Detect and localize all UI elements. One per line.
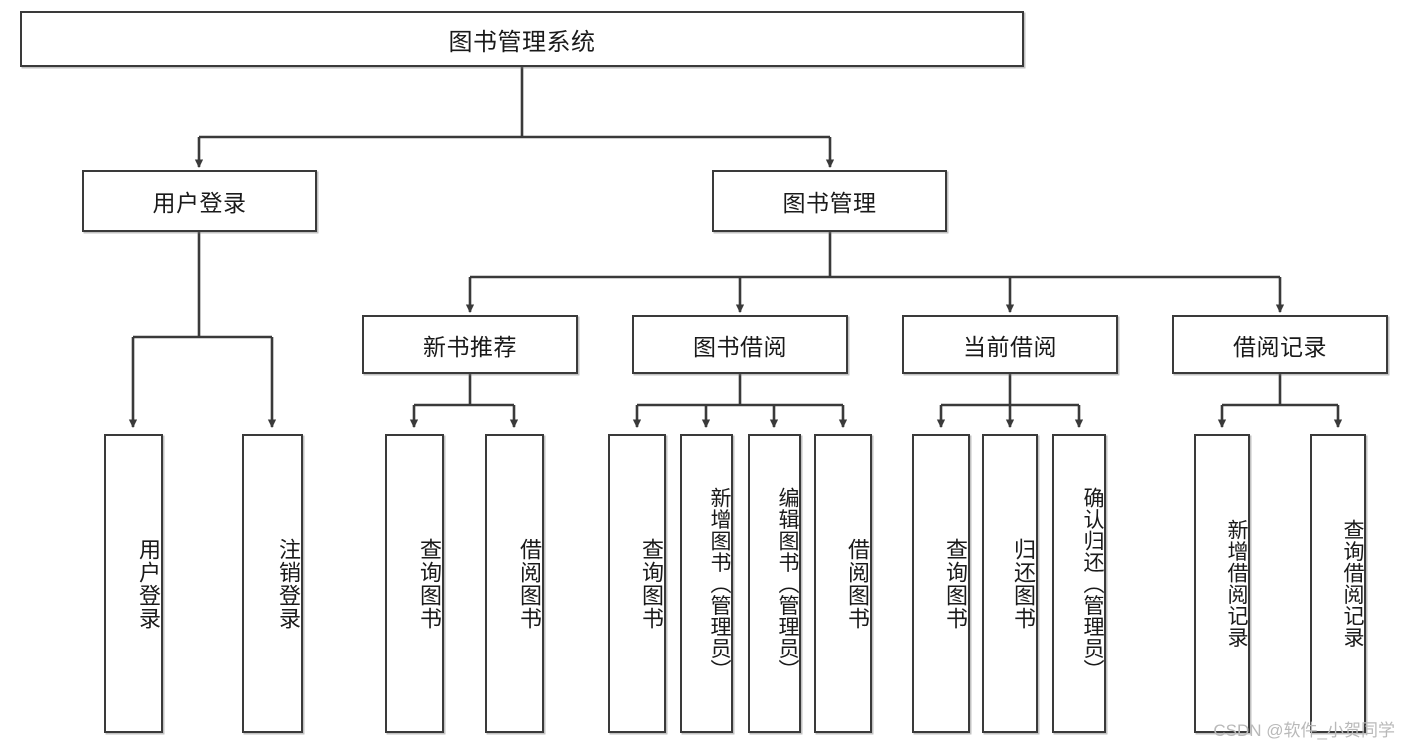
csdn-watermark: CSDN @软件_小贺同学 [1213, 721, 1395, 740]
node-root-label: 图书管理系统 [448, 28, 596, 56]
leaf-recommend-query-book[interactable]: 查询图书 [385, 434, 444, 733]
node-book-borrow-label: 图书借阅 [693, 333, 787, 360]
leaf-borrow-query-book[interactable]: 查询图书 [608, 434, 666, 733]
leaf-borrow-edit-book-admin[interactable]: 编辑图书（管理员） [748, 434, 801, 733]
leaf-label: 借阅图书 [845, 537, 870, 630]
node-current-borrow-label: 当前借阅 [963, 333, 1057, 360]
node-book-management[interactable]: 图书管理 [712, 170, 947, 232]
leaf-label: 查询图书 [417, 537, 442, 630]
node-current-borrow[interactable]: 当前借阅 [902, 315, 1118, 374]
leaf-user-login-logout[interactable]: 注销登录 [242, 434, 303, 733]
node-new-book-recommend[interactable]: 新书推荐 [362, 315, 578, 374]
leaf-label: 编辑图书（管理员） [776, 486, 799, 681]
node-borrow-records[interactable]: 借阅记录 [1172, 315, 1388, 374]
leaf-borrow-borrow-book[interactable]: 借阅图书 [814, 434, 872, 733]
leaf-label: 新增图书（管理员） [708, 486, 731, 681]
leaf-label: 查询图书 [639, 537, 664, 630]
leaf-borrow-add-book-admin[interactable]: 新增图书（管理员） [680, 434, 733, 733]
node-book-borrow[interactable]: 图书借阅 [632, 315, 848, 374]
leaf-current-return-book[interactable]: 归还图书 [982, 434, 1038, 733]
node-user-login[interactable]: 用户登录 [82, 170, 317, 232]
node-borrow-records-label: 借阅记录 [1233, 333, 1327, 360]
leaf-records-add-record[interactable]: 新增借阅记录 [1194, 434, 1250, 733]
node-user-login-label: 用户登录 [152, 190, 247, 216]
node-root-book-management-system[interactable]: 图书管理系统 [20, 11, 1024, 67]
leaf-label: 归还图书 [1011, 537, 1036, 630]
leaf-user-login-login[interactable]: 用户登录 [104, 434, 163, 733]
leaf-label: 查询图书 [943, 537, 968, 630]
leaf-current-confirm-return-admin[interactable]: 确认归还（管理员） [1052, 434, 1106, 733]
leaf-current-query-book[interactable]: 查询图书 [912, 434, 970, 733]
leaf-label: 确认归还（管理员） [1081, 486, 1104, 681]
leaf-label: 新增借阅记录 [1225, 519, 1248, 648]
leaf-label: 借阅图书 [517, 537, 542, 630]
leaf-records-query-record[interactable]: 查询借阅记录 [1310, 434, 1366, 733]
node-new-book-recommend-label: 新书推荐 [423, 333, 517, 360]
leaf-label: 用户登录 [136, 537, 161, 630]
leaf-recommend-borrow-book[interactable]: 借阅图书 [485, 434, 544, 733]
leaf-label: 注销登录 [276, 537, 301, 630]
leaf-label: 查询借阅记录 [1341, 519, 1364, 648]
node-book-management-label: 图书管理 [782, 190, 877, 216]
